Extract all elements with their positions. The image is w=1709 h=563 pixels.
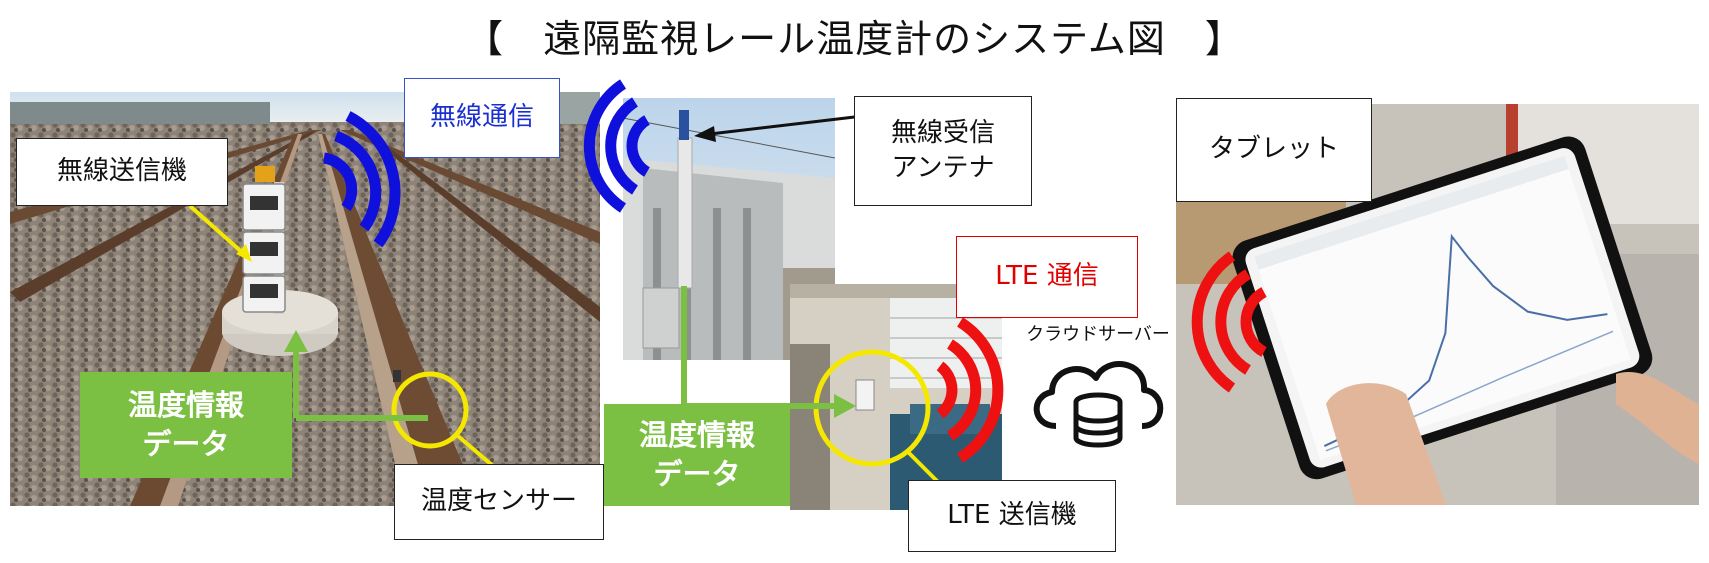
transmitter-callout-arrow xyxy=(188,204,252,262)
wireless-antenna-label: 無線受信 アンテナ xyxy=(854,96,1032,206)
wireless-antenna-label-line2: アンテナ xyxy=(891,153,995,183)
lte-wave-icon xyxy=(936,317,1004,463)
wireless-wave-icon-right xyxy=(583,79,651,213)
temp-data-box-1-line1: 温度情報 xyxy=(127,387,244,422)
antenna-callout-arrow xyxy=(694,112,881,142)
temp-data-arrow-1 xyxy=(284,330,428,421)
temp-data-box-2-line1: 温度情報 xyxy=(638,417,755,452)
wireless-transmitter-label: 無線送信機 xyxy=(16,138,228,206)
temp-data-box-2-line2: データ xyxy=(653,457,741,491)
temp-data-box-1: 温度情報 データ xyxy=(80,372,292,478)
wireless-comm-label: 無線通信 xyxy=(404,78,560,158)
wireless-wave-icon-left xyxy=(322,111,401,248)
tablet-lte-wave-icon xyxy=(1191,251,1267,393)
indoor-lte-photo xyxy=(790,284,1002,510)
temp-data-box-2: 温度情報 データ xyxy=(604,404,790,506)
cloud-server-icon xyxy=(1022,350,1170,454)
lte-transmitter-label: LTE 送信機 xyxy=(908,480,1116,552)
diagram-title: 【 遠隔監視レール温度計のシステム図 】 xyxy=(465,17,1244,61)
lte-comm-label: LTE 通信 xyxy=(956,236,1138,318)
temp-sensor-label: 温度センサー xyxy=(394,464,604,540)
wireless-antenna-label-line1: 無線受信 xyxy=(890,117,995,148)
cloud-server-label: クラウドサーバー xyxy=(1026,324,1170,345)
temp-data-box-1-line2: データ xyxy=(142,427,230,461)
tablet-label: タブレット xyxy=(1176,98,1372,202)
